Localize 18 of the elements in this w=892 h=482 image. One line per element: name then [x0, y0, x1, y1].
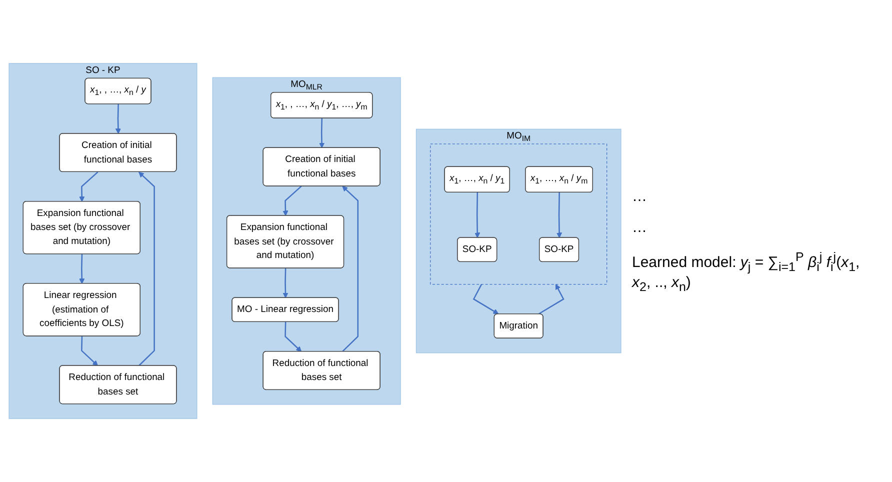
arrow	[115, 104, 121, 134]
arrow	[538, 284, 564, 314]
arrow	[556, 192, 562, 238]
arrow	[319, 118, 325, 148]
arrow	[79, 254, 85, 284]
arrow	[284, 322, 302, 352]
arrow	[474, 192, 480, 238]
arrow	[282, 268, 288, 298]
note-text: …	[632, 219, 647, 236]
arrow	[81, 336, 98, 366]
arrow	[472, 284, 499, 314]
arrow	[342, 186, 359, 352]
arrow	[79, 172, 98, 202]
arrow	[282, 186, 302, 216]
arrow	[138, 172, 155, 366]
note-text: …	[632, 188, 647, 205]
note-text: Learned model: y$_{j}$ = ∑$_{i=1}$$^{P}$ β$_{i}$$^{j}$ f$_{i}$$^{j}$(x$_{1}$, x$_{2}$, .., x$_{n}$)	[632, 250, 861, 294]
cluster	[430, 144, 608, 285]
